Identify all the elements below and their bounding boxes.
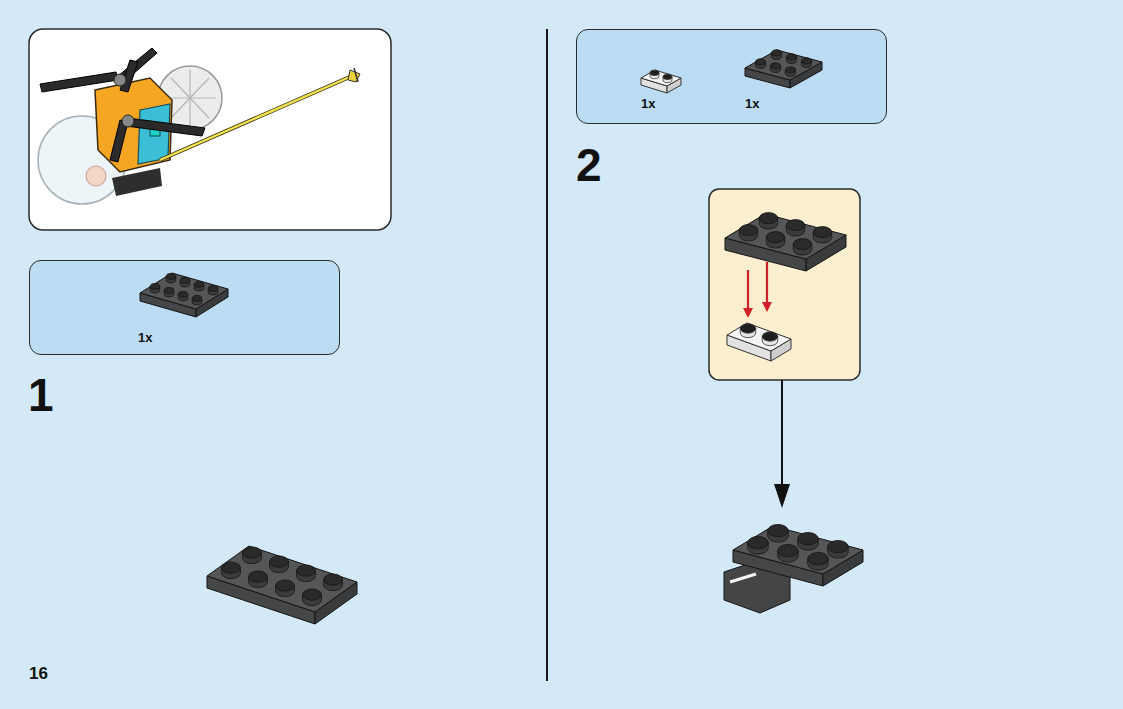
lego-plate bbox=[140, 273, 228, 317]
helicopter-illustration bbox=[38, 48, 360, 204]
stud bbox=[793, 239, 811, 250]
lego-plate bbox=[207, 546, 357, 624]
stud bbox=[786, 220, 804, 231]
stud bbox=[150, 284, 160, 290]
stud bbox=[208, 286, 218, 292]
stud bbox=[766, 232, 784, 243]
stud bbox=[801, 58, 811, 64]
red-arrow bbox=[747, 270, 749, 310]
stud bbox=[748, 536, 768, 548]
plate-top bbox=[745, 50, 822, 80]
parts-thumbnails bbox=[577, 30, 888, 125]
lego-plate bbox=[727, 323, 791, 361]
lego-plate bbox=[725, 213, 846, 271]
stud bbox=[297, 565, 316, 576]
lego-plate bbox=[733, 524, 863, 586]
stud bbox=[762, 332, 777, 341]
stud bbox=[303, 589, 322, 600]
placement-arrows bbox=[743, 262, 772, 318]
page-number: 16 bbox=[29, 665, 48, 682]
stud bbox=[180, 278, 190, 284]
part-quantity: 1x bbox=[745, 97, 759, 110]
stud bbox=[249, 571, 268, 582]
stud bbox=[798, 532, 818, 544]
step-number: 2 bbox=[576, 142, 602, 188]
stud bbox=[813, 227, 831, 238]
stud bbox=[785, 67, 795, 73]
stud bbox=[243, 547, 262, 558]
lego-plate bbox=[745, 50, 822, 88]
stud bbox=[739, 225, 757, 236]
plate-top bbox=[140, 273, 228, 309]
stud bbox=[786, 54, 796, 60]
stud bbox=[324, 574, 343, 585]
stud bbox=[771, 50, 781, 56]
divider-line bbox=[546, 29, 548, 681]
stud bbox=[222, 562, 241, 573]
stud bbox=[276, 580, 295, 591]
red-arrow bbox=[766, 262, 768, 304]
plate-top bbox=[207, 546, 357, 612]
stud bbox=[768, 524, 788, 536]
parts-list-box: 1x bbox=[29, 260, 340, 355]
parts-thumbnails bbox=[30, 261, 341, 356]
stud bbox=[663, 74, 672, 79]
stud bbox=[178, 292, 188, 298]
step-number: 1 bbox=[28, 372, 54, 418]
stud bbox=[270, 556, 289, 567]
part-quantity: 1x bbox=[138, 331, 152, 344]
red-arrowhead bbox=[743, 308, 753, 318]
stud bbox=[650, 70, 659, 75]
stud bbox=[770, 63, 780, 69]
plate-top bbox=[725, 214, 846, 259]
plate-top bbox=[727, 323, 791, 351]
stud bbox=[740, 324, 755, 333]
stud bbox=[192, 296, 202, 302]
stud bbox=[778, 544, 798, 556]
lego-plate bbox=[641, 70, 681, 93]
stud bbox=[194, 282, 204, 288]
assembly-arrow bbox=[781, 380, 783, 486]
subassembly-callout bbox=[709, 189, 860, 380]
stud bbox=[759, 213, 777, 224]
stud bbox=[164, 288, 174, 294]
model-panel bbox=[29, 29, 391, 230]
white-edge bbox=[730, 574, 756, 582]
part-quantity: 1x bbox=[641, 97, 655, 110]
stud bbox=[166, 274, 176, 280]
red-arrowhead bbox=[762, 302, 772, 312]
assembly-arrowhead bbox=[774, 484, 790, 508]
plate-top bbox=[733, 526, 863, 574]
parts-list-box: 1x 1x bbox=[576, 29, 887, 124]
stud bbox=[828, 540, 848, 552]
stud bbox=[755, 59, 765, 65]
plate-top bbox=[641, 70, 681, 86]
stud bbox=[808, 552, 828, 564]
